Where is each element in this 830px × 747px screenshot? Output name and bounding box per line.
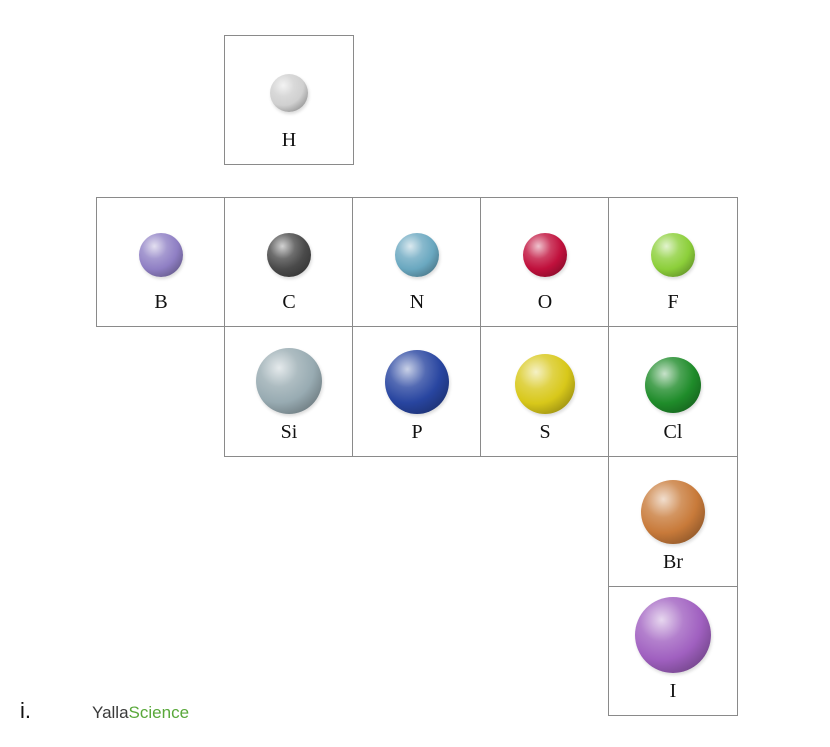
element-cell-n: N (352, 197, 482, 327)
element-symbol: N (409, 291, 425, 313)
element-symbol: Cl (663, 421, 683, 443)
atom-sphere-br (641, 480, 705, 544)
element-symbol: C (282, 291, 296, 313)
element-cell-i: I (608, 586, 738, 716)
atom-sphere-cl (645, 356, 701, 413)
element-symbol: B (154, 291, 168, 313)
element-symbol: Br (663, 551, 683, 573)
element-symbol: I (669, 680, 677, 702)
element-cell-h: H (224, 35, 354, 165)
element-cell-f: F (608, 197, 738, 327)
atom-sphere-p (385, 350, 449, 414)
atom-sphere-b (139, 233, 183, 277)
element-symbol: H (281, 129, 297, 151)
element-cell-b: B (96, 197, 226, 327)
atom-sphere-i (635, 597, 711, 673)
element-cell-o: O (480, 197, 610, 327)
element-cell-c: C (224, 197, 354, 327)
atom-sphere-n (395, 233, 439, 277)
atom-sphere-h (270, 74, 308, 112)
atom-sphere-s (515, 354, 575, 414)
atom-sphere-o (523, 233, 567, 277)
yallascience-logo: YallaScience (92, 703, 189, 723)
element-cell-si: Si (224, 326, 354, 457)
element-cell-s: S (480, 326, 610, 457)
element-symbol: S (539, 421, 551, 443)
element-symbol: P (411, 421, 423, 443)
atom-sphere-si (256, 348, 322, 414)
list-marker: i. (20, 698, 31, 723)
element-cell-br: Br (608, 456, 738, 587)
atom-sphere-f (651, 233, 695, 277)
element-symbol: O (537, 291, 553, 313)
logo-text-science: Science (128, 703, 190, 722)
atom-sphere-c (267, 233, 311, 277)
element-symbol: Si (280, 421, 298, 443)
element-cell-p: P (352, 326, 482, 457)
element-cell-cl: Cl (608, 326, 738, 457)
logo-text-yalla: Yalla (92, 703, 129, 722)
element-symbol: F (667, 291, 679, 313)
